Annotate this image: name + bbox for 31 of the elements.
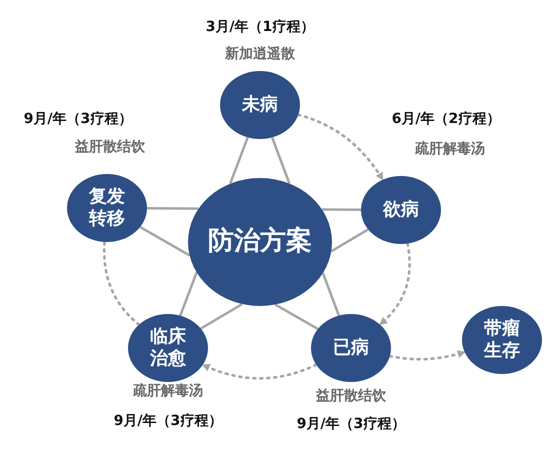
formula-label: 益肝散结饮 bbox=[75, 138, 145, 156]
connector-line bbox=[147, 207, 199, 210]
stage-circle: 带瘤生存 bbox=[462, 306, 542, 374]
connector-line bbox=[140, 226, 190, 256]
stage-circle: 临床治愈 bbox=[128, 314, 208, 382]
formula-label: 新加逍遥散 bbox=[225, 45, 295, 63]
dotted-arrow bbox=[388, 350, 466, 361]
dotted-arrow bbox=[378, 242, 411, 326]
stage-circle: 未病 bbox=[220, 71, 300, 139]
formula-label: 疏肝解毒汤 bbox=[133, 382, 203, 400]
dotted-arrow bbox=[297, 114, 384, 182]
connector-line bbox=[330, 228, 369, 252]
frequency-label: 9月/年（3疗程） bbox=[114, 412, 222, 430]
connector-line bbox=[179, 272, 198, 316]
connector-line bbox=[200, 302, 243, 330]
connector-line bbox=[229, 136, 249, 184]
connector-line bbox=[322, 208, 361, 211]
frequency-label: 9月/年（3疗程） bbox=[24, 110, 132, 128]
stage-circle: 复发转移 bbox=[67, 174, 147, 242]
connector-line bbox=[274, 303, 318, 330]
frequency-label: 6月/年（2疗程） bbox=[392, 110, 500, 128]
formula-label: 疏肝解毒汤 bbox=[415, 140, 485, 158]
connector-line bbox=[270, 136, 291, 184]
dotted-arrow bbox=[202, 363, 318, 380]
formula-label: 益肝散结饮 bbox=[316, 387, 386, 405]
center-circle: 防治方案 bbox=[188, 178, 332, 306]
stage-circle: 已病 bbox=[311, 314, 391, 382]
frequency-label: 3月/年（1疗程） bbox=[206, 18, 314, 36]
stage-circle: 欲病 bbox=[361, 176, 441, 244]
connector-line bbox=[322, 272, 340, 316]
frequency-label: 9月/年（3疗程） bbox=[296, 415, 406, 433]
